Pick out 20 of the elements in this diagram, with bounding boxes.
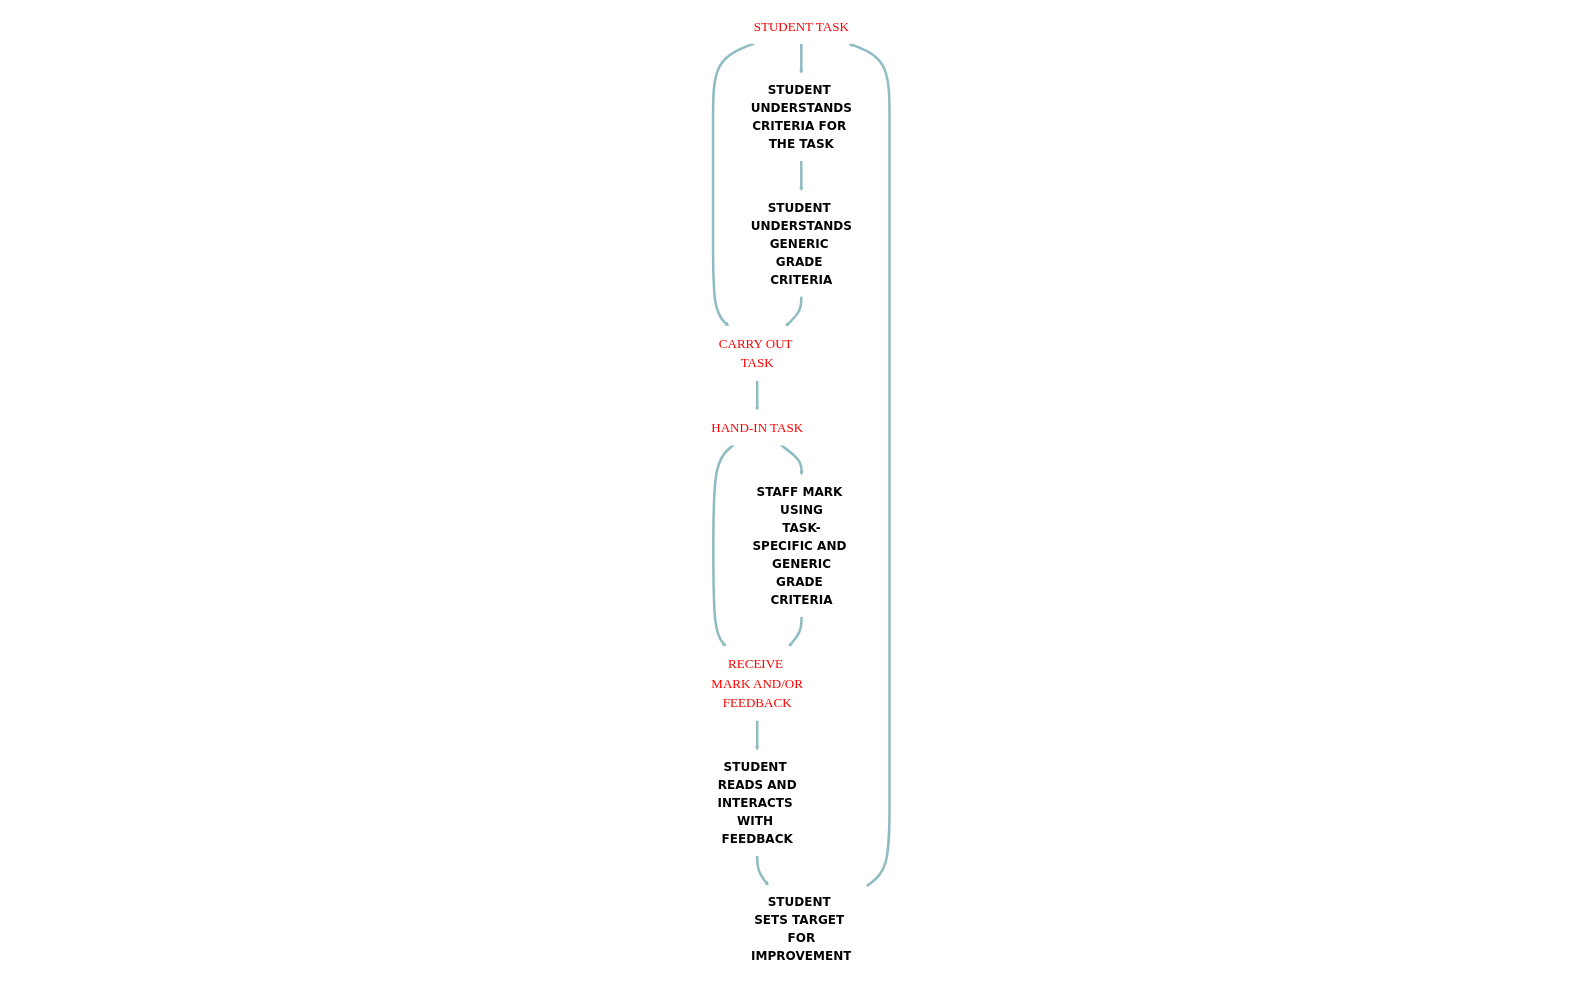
arrow (779, 444, 804, 476)
arrow (788, 616, 803, 647)
arrow (785, 296, 803, 327)
arrow (798, 43, 804, 74)
arrow (711, 444, 735, 647)
node-text: STUDENT SETS TARGET FOR IMPROVEMENT (750, 895, 852, 964)
node-text: STAFF MARK USING TASK-SPECIFIC AND GENERIC GRADE CRITERIA (752, 484, 847, 608)
node-text: STUDENT UNDERSTANDS GENERIC GRADE CRITERIA (750, 200, 852, 287)
arrow (754, 720, 760, 751)
node-text: HAND-IN TASK (711, 420, 803, 436)
arrow (754, 380, 760, 411)
arrow (798, 160, 804, 192)
node-text: STUDENT TASK (753, 19, 849, 34)
node-text: STUDENT READS AND INTERACTS WITH FEEDBACK (717, 759, 797, 847)
node-text: CARRY OUT TASK (718, 336, 793, 371)
node-text: RECEIVE MARK AND/OR FEEDBACK (711, 656, 803, 711)
arrow (848, 42, 891, 887)
arrow (711, 42, 755, 327)
arrow (755, 855, 769, 886)
node-text: STUDENT UNDERSTANDS CRITERIA FOR THE TASK (750, 83, 852, 152)
